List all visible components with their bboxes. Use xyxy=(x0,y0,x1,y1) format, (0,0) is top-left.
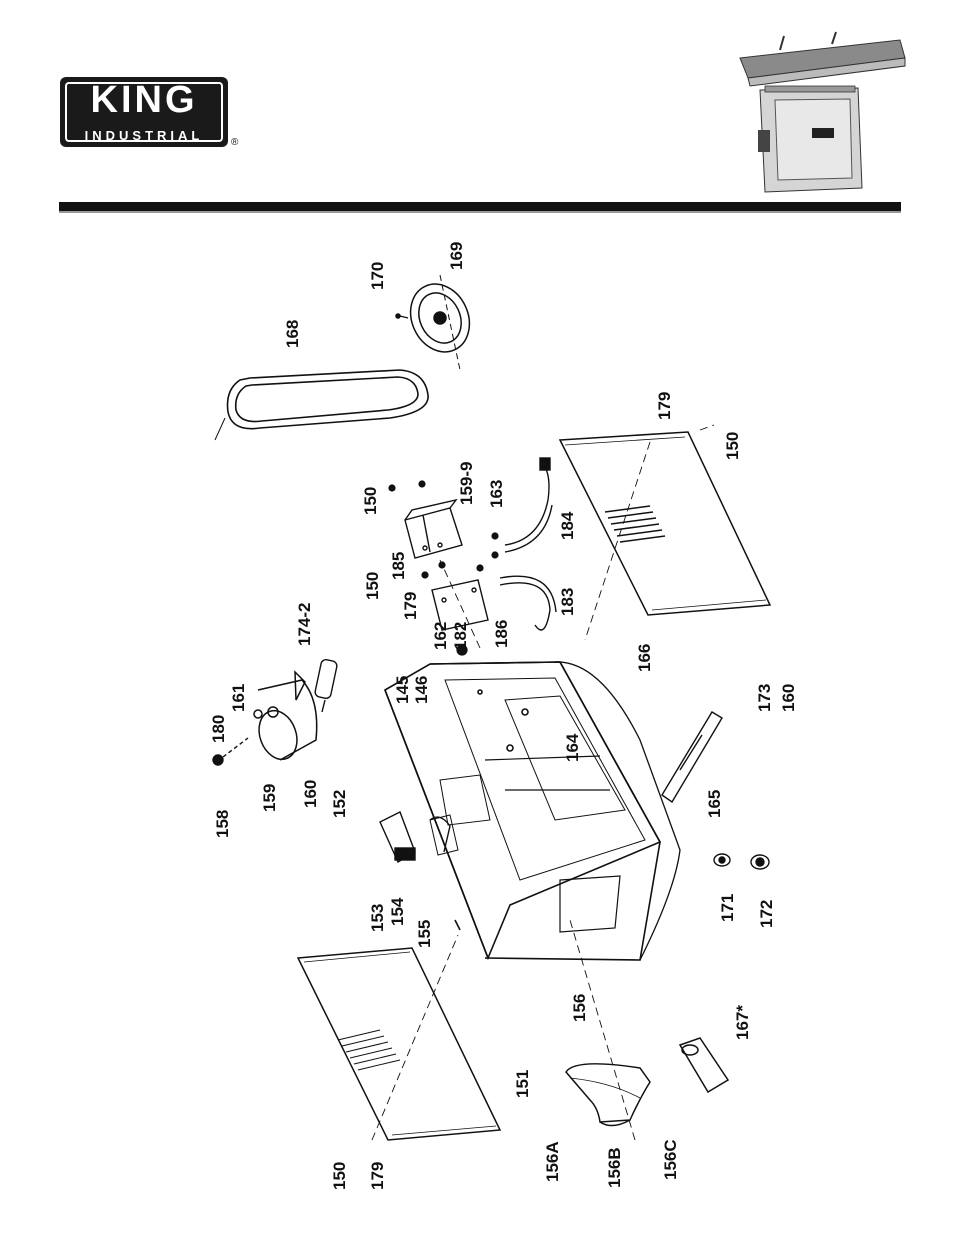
motor-159 xyxy=(253,672,317,765)
assembly-guide-lines xyxy=(372,425,714,1140)
part-label: 145 xyxy=(393,676,412,704)
part-label: 186 xyxy=(492,620,511,648)
part-label: 179 xyxy=(368,1162,387,1190)
part-label: 150 xyxy=(363,572,382,600)
part-label: 173 xyxy=(755,684,774,712)
part-label: 179 xyxy=(655,392,674,420)
part-label: 156A xyxy=(543,1141,562,1182)
part-label: 162 xyxy=(431,622,450,650)
part-label: 159-9 xyxy=(457,462,476,505)
part-label: 170 xyxy=(368,262,387,290)
part-label: 160 xyxy=(779,684,798,712)
part-label: 179 xyxy=(401,592,420,620)
support-strip-165 xyxy=(662,712,722,802)
part-label: 163 xyxy=(487,480,506,508)
dust-chute-156A xyxy=(566,1064,650,1126)
part-label: 154 xyxy=(388,897,407,926)
part-label: 182 xyxy=(451,622,470,650)
handle-167 xyxy=(680,1038,728,1092)
cabinet-base xyxy=(385,662,680,960)
part-label: 172 xyxy=(757,900,776,928)
part-label: 152 xyxy=(330,790,349,818)
part-label: 160 xyxy=(301,780,320,808)
part-label: 184 xyxy=(558,511,577,540)
part-label: 150 xyxy=(330,1162,349,1190)
part-label: 183 xyxy=(558,588,577,616)
part-label: 156B xyxy=(605,1147,624,1188)
part-label: 166 xyxy=(635,644,654,672)
part-label: 167* xyxy=(733,1005,752,1040)
leveling-feet xyxy=(714,854,769,869)
part-label: 165 xyxy=(705,790,724,818)
part-label: 156 xyxy=(570,994,589,1022)
capacitor-174-2 xyxy=(314,659,338,712)
part-label: 158 xyxy=(213,810,232,838)
part-label: 169 xyxy=(447,242,466,270)
pulley-169 xyxy=(396,274,480,361)
part-label: 150 xyxy=(723,432,742,460)
part-label: 151 xyxy=(513,1070,532,1098)
side-panel-151 xyxy=(298,948,500,1140)
part-label: 185 xyxy=(389,552,408,580)
part-label: 161 xyxy=(229,684,248,712)
part-label: 146 xyxy=(412,676,431,704)
part-label: 153 xyxy=(368,904,387,932)
part-label: 159 xyxy=(260,784,279,812)
part-label: 180 xyxy=(209,715,228,743)
part-label: 168 xyxy=(283,320,302,348)
part-label: 156C xyxy=(661,1139,680,1180)
switch-box-159-9 xyxy=(405,500,462,558)
power-cords xyxy=(500,458,556,630)
jointer-machine-photo xyxy=(740,32,905,192)
part-label: 155 xyxy=(415,920,434,948)
part-label: 164 xyxy=(563,733,582,762)
part-label: 150 xyxy=(361,487,380,515)
part-label: 171 xyxy=(718,894,737,922)
part-label: 174-2 xyxy=(295,603,314,646)
